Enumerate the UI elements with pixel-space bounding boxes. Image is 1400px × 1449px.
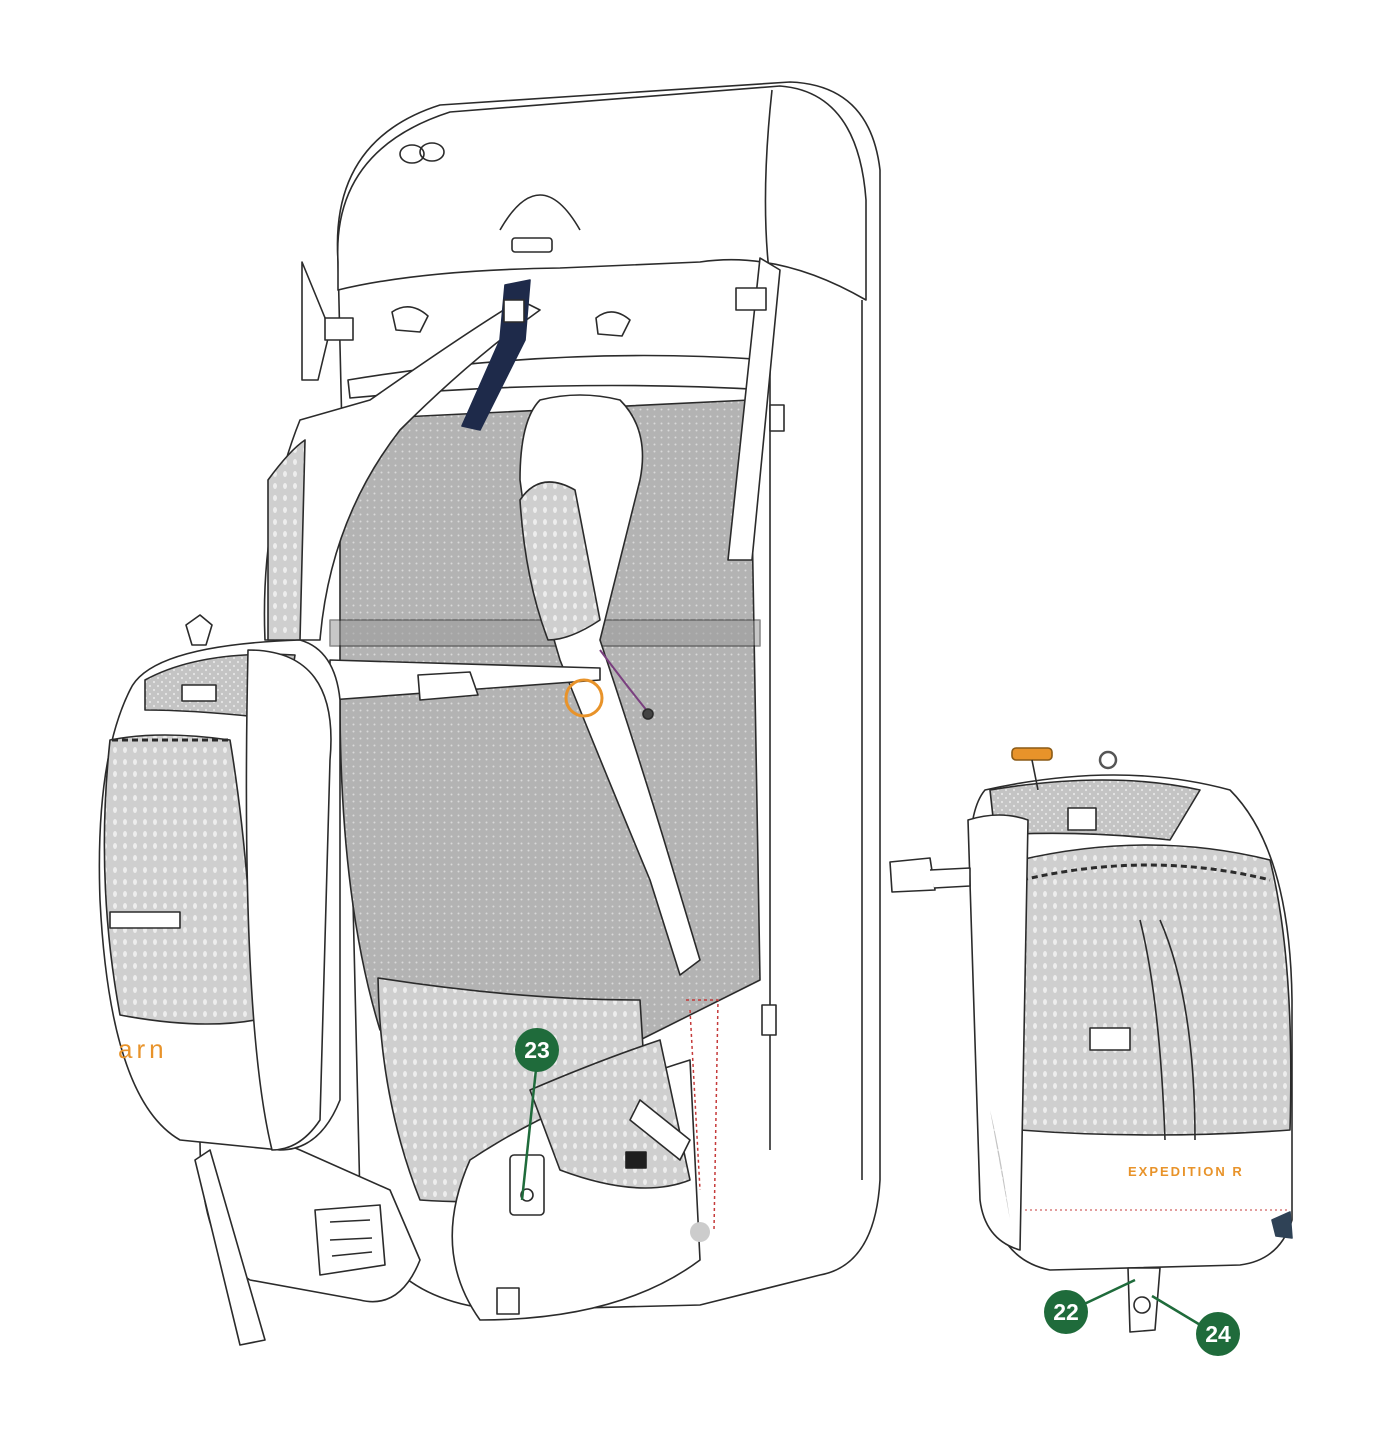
compression-strap-right (727, 257, 781, 561)
callout-24-label: 24 (1205, 1321, 1231, 1347)
bottom-tab (1127, 1267, 1161, 1333)
pole-holder (629, 1099, 691, 1161)
top-handle-icon (1011, 747, 1053, 761)
callout-23: 23 (515, 1028, 559, 1072)
removable-pack: EXPEDITION R (889, 747, 1293, 1333)
side-pack-left: arn (98, 614, 341, 1151)
side-pack-logo: arn (118, 1034, 168, 1064)
lid-logo-icon (399, 144, 425, 164)
hip-fin-attachment-icon (520, 1188, 534, 1202)
pack-lid (336, 85, 867, 301)
callout-22: 22 (1044, 1290, 1088, 1334)
side-pack-mesh-front (103, 734, 256, 1025)
hose-port-icon (1271, 1211, 1293, 1239)
hip-buckle-icon (314, 1204, 386, 1276)
zipper-pull-icon (1098, 750, 1118, 770)
main-backpack (194, 81, 881, 1346)
side-release-buckle-icon (889, 857, 936, 893)
shoulder-strap-left (263, 299, 541, 641)
attachment-point-icon (1133, 1296, 1151, 1314)
haul-loop (499, 194, 581, 231)
hydration-ring-icon (564, 678, 604, 718)
callout-22-label: 22 (1053, 1299, 1079, 1325)
sternum-buckle-icon (417, 671, 479, 701)
side-cord (686, 999, 719, 1231)
removable-pack-label: EXPEDITION R (1128, 1164, 1244, 1179)
callout-23-label: 23 (524, 1037, 550, 1063)
compression-strap-left (301, 261, 331, 381)
callout-24: 24 (1196, 1312, 1240, 1356)
